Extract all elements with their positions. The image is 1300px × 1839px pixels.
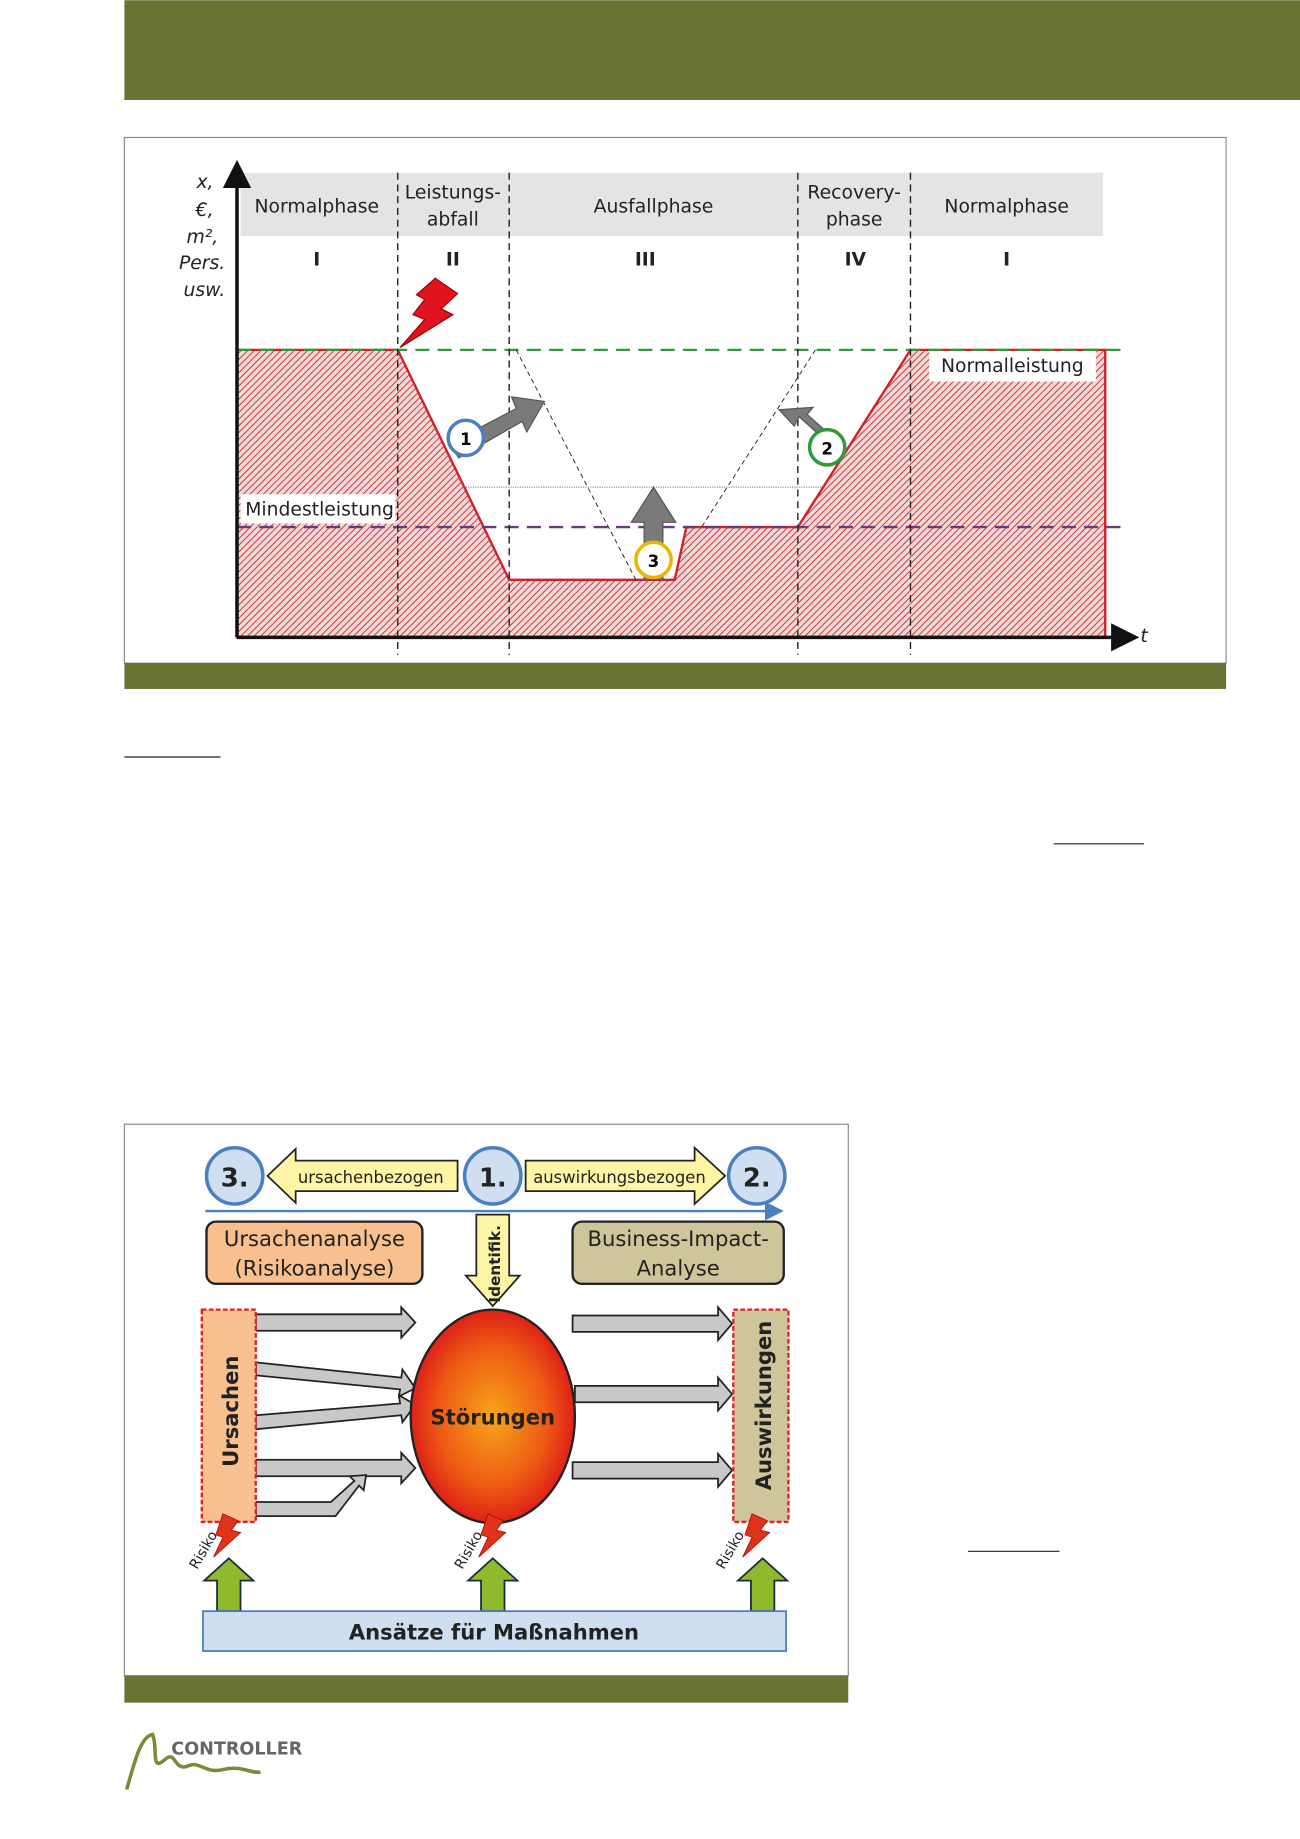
label: Ursachen [218,1356,243,1467]
label: ursachenbezogen [298,1168,444,1187]
marker-3-label: 3 [648,552,659,571]
figure-phases: t x, €, m², Pers. usw. Normalphase Leist… [123,136,1227,689]
marker-2-label: 2 [821,439,832,458]
phase-label: Normalphase [255,197,380,218]
lightning-icon [213,1513,242,1558]
label: 1. [479,1163,507,1193]
figure1-footer-bar [124,663,1227,689]
normal-level-label: Normalleistung [941,356,1084,377]
label: x, [195,172,213,193]
label: Business-Impact- [587,1226,768,1251]
effects-bar [732,1308,790,1524]
label: auswirkungsbezogen [533,1168,706,1187]
phase-numeral: I [1003,249,1010,270]
up-arrow [201,1557,256,1613]
label: Pers. [179,253,225,274]
flow-arrow [254,1450,417,1486]
flow-arrow [254,1474,368,1517]
min-label-box [240,494,396,524]
min-level-label: Mindestleistung [245,499,394,520]
phase-numeral: IV [845,249,867,270]
step-circles: 3. 1. 2. [204,1145,787,1206]
cause-analysis-box [205,1220,424,1285]
marker-1-circle [446,418,486,458]
identify-arrow [463,1213,522,1308]
logo-signature [125,1732,261,1790]
label: m², [186,227,218,248]
label: usw. [183,280,225,301]
flow-arrow [254,1393,417,1431]
risk-lightning-icons [213,1513,771,1558]
flow-arrow [254,1305,417,1341]
flow-arrow [571,1304,734,1343]
x-axis-label: t [1140,626,1148,647]
up-arrow [465,1557,520,1613]
logo-text: CONTROLLER [171,1739,302,1759]
label: Ansätze für Maßnahmen [349,1619,639,1644]
arrow-cause-related [266,1146,459,1205]
step-circle [204,1145,265,1206]
marker-1-label: 1 [460,430,471,449]
label: Identifik. [486,1225,504,1303]
label: Ursachenanalyse [224,1226,405,1251]
logo: CONTROLLER [125,1732,303,1790]
thin-dashed-line [701,349,816,528]
flow-arrow [254,1361,417,1399]
phase-header-band [240,172,1103,237]
phase-label: Ausfallphase [594,197,714,218]
lightning-icon [742,1513,771,1558]
up-arrow [735,1557,790,1613]
figure2-footer-bar [124,1675,849,1703]
phase-numeral: III [635,249,656,270]
thin-dashed-line [515,349,637,581]
step-circle [726,1145,787,1206]
figure-disruption-model: ursachenbezogen auswirkungsbezogen 3. 1.… [123,1123,849,1703]
phase-numeral: I [313,249,320,270]
step-circle [462,1145,523,1206]
y-axis-label: x, €, m², Pers. usw. [179,172,225,301]
phase-labels: Normalphase Leistungs- abfall Ausfallpha… [255,183,1069,271]
label: (Risikoanalyse) [235,1256,395,1281]
gray-arrows [254,1304,734,1517]
phase-label: Recovery- [807,183,900,204]
marker-2-circle [807,427,847,467]
header-band [124,0,1300,100]
causes-bar [200,1308,257,1524]
business-impact-box [571,1220,785,1285]
phase-numeral: II [446,249,460,270]
label: €, [195,200,214,221]
lightning-icon [478,1513,507,1558]
measures-bar [202,1610,787,1652]
label: Auswirkungen [751,1321,776,1491]
measure-arrows [201,1557,790,1613]
flow-arrow [574,1375,734,1413]
flow-arrow [571,1451,734,1490]
phase-label: abfall [427,210,479,231]
phase-label: phase [826,210,883,231]
normal-label-box [929,351,1096,382]
marker-3-circle [634,540,673,580]
lightning-icon [399,277,459,349]
label: Analyse [637,1256,720,1281]
arrow-impact-related [524,1145,727,1207]
label: Störungen [430,1405,555,1430]
label: 3. [221,1163,249,1193]
label: 2. [743,1163,771,1193]
phase-label: Normalphase [944,197,1069,218]
phase-label: Leistungs- [405,183,501,204]
